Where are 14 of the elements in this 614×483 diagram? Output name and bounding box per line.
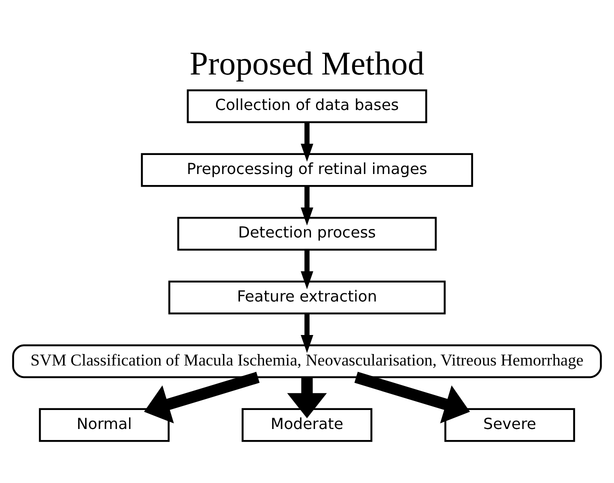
node-box: Severe [444,408,576,442]
arrow [300,122,314,162]
node-box: Preprocessing of retinal images [140,152,474,186]
arrow [300,186,314,225]
node-box: SVM Classification of Macula Ischemia, Neovascularisation, Vitreous Hemorrhage [12,344,602,378]
arrow [300,249,314,289]
node-box: Feature extraction [168,280,446,314]
node-box: Normal [38,408,170,442]
arrow [287,376,327,418]
arrow [300,313,314,352]
diagram-title: Proposed Method [190,45,424,82]
node-box: Detection process [177,216,437,250]
node-box: Collection of data bases [186,88,428,123]
node-box: Moderate [242,408,372,442]
